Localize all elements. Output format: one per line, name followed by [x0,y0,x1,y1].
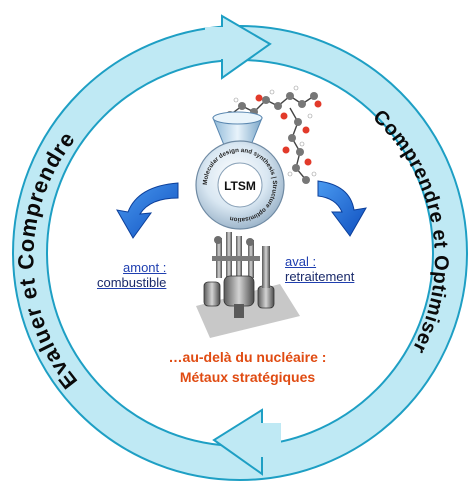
ring-arrowhead-bottom [212,408,281,476]
aval-line1: aval : [285,254,317,269]
left-blue-arrow [116,182,179,239]
reactor-plant-icon [196,232,300,338]
strategic-metals-line: Métaux stratégiques [179,369,316,385]
amont-line2: combustible [97,275,167,290]
aval-line2: retraitement [285,269,355,284]
ltsm-core-label: LTSM [224,179,256,193]
amont-label[interactable]: amont : combustible [97,260,166,290]
aval-label[interactable]: aval : retraitement [285,254,354,284]
ltsm-sphere: LTSM Molecular design and synthesis | St… [195,140,285,230]
amont-line1: amont : [123,260,167,275]
ring-arrowhead-top [205,14,272,80]
right-blue-arrow [317,180,367,237]
beyond-nuclear-line: …au-delà du nucléaire : [168,349,327,365]
